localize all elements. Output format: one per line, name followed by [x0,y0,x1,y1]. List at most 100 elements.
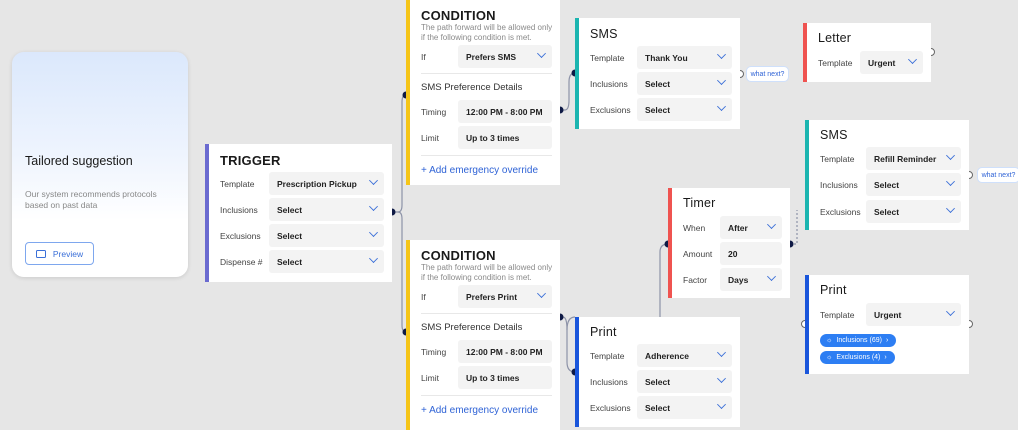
template-row: Template Urgent [820,303,961,326]
exclusions-select[interactable]: Select [269,224,384,247]
suggestion-card: Tailored suggestion Our system recommend… [12,52,188,277]
inclusions-row: Inclusions Select [590,72,732,95]
chevron-down-icon [717,102,726,111]
template-select[interactable]: Refill Reminder [866,147,961,170]
trigger-dispense-row: Dispense #Select [220,250,384,273]
inclusions-pill[interactable]: ☼Inclusions (69)› [820,334,897,347]
select-value: Select [277,256,303,267]
wire-print-timer [659,243,669,317]
select-value: Prefers SMS [466,51,517,62]
exclusions-select[interactable]: Select [866,200,961,223]
add-emergency-override-link[interactable]: + Add emergency override [421,405,539,416]
timing-field[interactable]: 12:00 PM - 8:00 PM [458,100,552,123]
add-emergency-override-link[interactable]: + Add emergency override [421,165,539,176]
sms-title: SMS [820,128,848,142]
letter-title: Letter [818,31,852,45]
letter-card[interactable]: Letter Template Urgent [803,23,931,82]
what-next-button[interactable]: what next? [746,66,789,82]
wire-condition2-print-top [566,316,576,331]
suggestion-description: Our system recommends protocols based on… [25,189,157,210]
chevron-down-icon [946,307,955,316]
print-title: Print [590,325,617,339]
select-value: Adherence [645,350,689,361]
chevron-down-icon [717,374,726,383]
pill-label: Inclusions (69) [836,337,882,344]
chevron-down-icon [369,176,378,185]
field-value: 12:00 PM - 8:00 PM [466,106,543,117]
inclusions-select[interactable]: Select [637,72,732,95]
field-label: Factor [683,274,708,285]
dispense-select[interactable]: Select [269,250,384,273]
template-select[interactable]: Urgent [866,303,961,326]
suggestion-title: Tailored suggestion [25,154,133,168]
wire-timer-sms2 [790,210,798,245]
lightbulb-icon: ☼ [826,337,833,344]
chevron-right-icon: › [885,337,889,344]
what-next-button[interactable]: what next? [977,167,1018,183]
select-value: Select [645,376,671,387]
inclusions-select[interactable]: Select [637,370,732,393]
amount-input[interactable]: 20 [720,242,782,265]
field-label: Inclusions [590,78,628,89]
select-value: Select [277,230,303,241]
wire-condition1-sms [560,72,576,111]
select-value: Select [645,104,671,115]
limit-field[interactable]: Up to 3 times [458,126,552,149]
template-select[interactable]: Thank You [637,46,732,69]
preview-button[interactable]: Preview [25,242,94,265]
select-value: Select [645,402,671,413]
section-heading: SMS Preference Details [421,82,523,93]
limit-field[interactable]: Up to 3 times [458,366,552,389]
inclusions-select[interactable]: Select [269,198,384,221]
chevron-down-icon [908,55,917,64]
chevron-down-icon [717,76,726,85]
chevron-down-icon [946,177,955,186]
wire-trigger-condition2 [397,211,407,333]
divider [421,73,552,74]
field-label: Exclusions [590,104,631,115]
template-select[interactable]: Adherence [637,344,732,367]
chevron-down-icon [369,202,378,211]
template-select[interactable]: Urgent [860,51,923,74]
if-select[interactable]: Prefers SMS [458,45,552,68]
exclusions-pill[interactable]: ☼Exclusions (4)› [820,351,895,364]
condition-card-print[interactable]: CONDITION The path forward will be allow… [406,240,560,430]
template-select[interactable]: Prescription Pickup [269,172,384,195]
select-value: Prescription Pickup [277,178,357,189]
exclusions-select[interactable]: Select [637,98,732,121]
field-label: Template [220,178,255,189]
chevron-down-icon [767,220,776,229]
field-label: Template [820,309,855,320]
inclusions-select[interactable]: Select [866,173,961,196]
condition-card-sms[interactable]: CONDITION The path forward will be allow… [406,0,560,185]
select-value: Select [277,204,303,215]
exclusions-row: Exclusions Select [590,396,732,419]
field-label: Exclusions [590,402,631,413]
field-label: Exclusions [820,206,861,217]
select-value: Urgent [874,309,902,320]
field-label: If [421,291,426,302]
factor-select[interactable]: Days [720,268,782,291]
template-row: Template Urgent [818,51,923,74]
select-value: Thank You [645,52,688,63]
field-label: Template [818,57,853,68]
chevron-down-icon [946,204,955,213]
when-select[interactable]: After [720,216,782,239]
if-select[interactable]: Prefers Print [458,285,552,308]
exclusions-select[interactable]: Select [637,396,732,419]
timing-field[interactable]: 12:00 PM - 8:00 PM [458,340,552,363]
